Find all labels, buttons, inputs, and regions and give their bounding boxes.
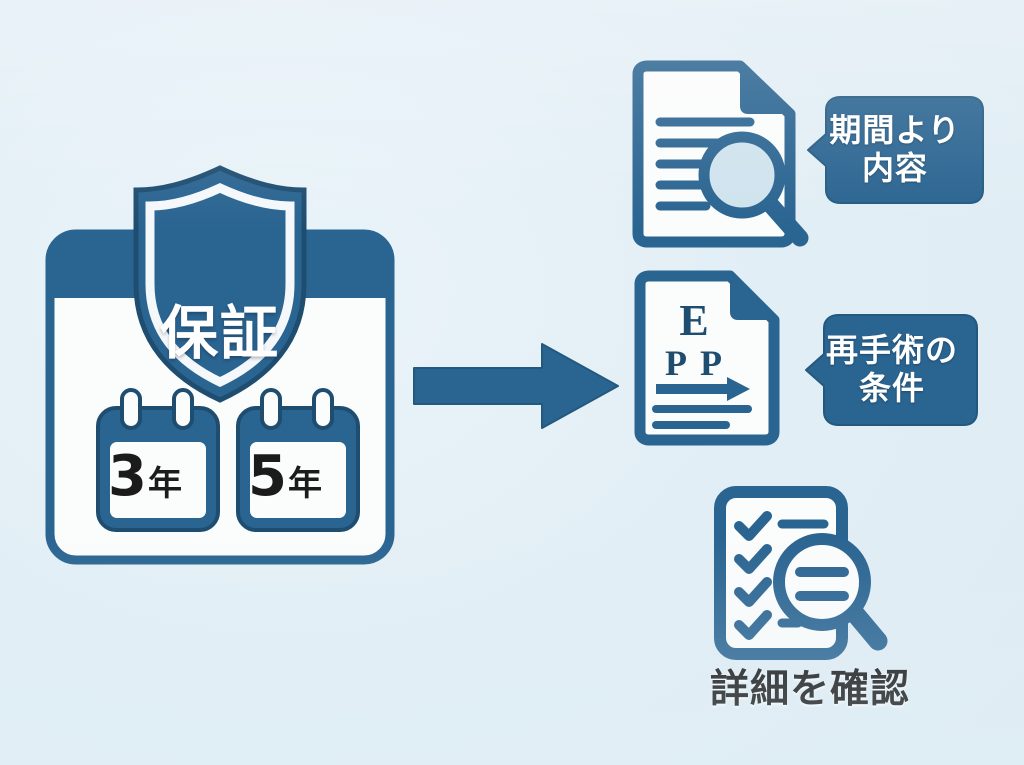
calendar-2-page xyxy=(250,442,346,518)
warranty-card-graphic xyxy=(45,165,395,565)
epp-arrow-line xyxy=(656,377,750,401)
epp-letter-e: E xyxy=(679,296,708,345)
clipboard-graphic xyxy=(714,486,888,660)
document-epp-graphic: E P P xyxy=(634,270,780,446)
epp-text-lines xyxy=(652,405,752,429)
calendar-badge-1 xyxy=(96,388,220,532)
document-epp-icon: E P P xyxy=(632,270,784,448)
check-3 xyxy=(734,577,772,607)
epp-letter-p-right: P xyxy=(700,343,722,383)
callout-top-shape xyxy=(807,96,984,204)
callout-middle: 再手術の 条件 xyxy=(794,312,978,428)
callout-top-bubble xyxy=(807,96,984,204)
clipboard-magnifier-inner-lines xyxy=(795,567,849,601)
magnifier-handle xyxy=(761,195,809,247)
clipboard-checklist-magnifier-icon xyxy=(712,486,896,662)
document-folded-corner xyxy=(740,66,790,114)
magnifier-icon xyxy=(698,131,809,247)
shield-outer-shape xyxy=(133,165,307,403)
epp-letter-p-left: P xyxy=(665,343,687,383)
warranty-card: 保証 3年 5年 xyxy=(45,165,395,565)
flow-arrow-graphic xyxy=(413,343,619,429)
calendar-1-ring-left xyxy=(120,388,142,430)
calendar-1-ring-right xyxy=(172,388,194,430)
calendar-1-page xyxy=(110,442,206,518)
magnifier-icon xyxy=(773,533,888,651)
document-with-magnifier-icon xyxy=(630,60,809,250)
flow-arrow xyxy=(412,340,622,432)
clipboard-checkmarks xyxy=(734,511,772,640)
check-1 xyxy=(734,511,772,541)
magnifier-lens xyxy=(698,131,786,219)
callout-top: 期間より 内容 xyxy=(794,94,984,206)
document-magnifier-graphic xyxy=(632,60,809,248)
arrow-right-icon xyxy=(413,343,619,429)
calendar-2-ring-left xyxy=(260,388,282,430)
callout-middle-shape xyxy=(805,314,978,426)
caption-bottom: 詳細を確認 xyxy=(709,667,910,712)
calendar-2-ring-right xyxy=(312,388,334,430)
calendar-badge-2 xyxy=(236,388,360,532)
check-2 xyxy=(734,544,772,574)
shield-badge xyxy=(133,165,307,403)
epp-folded-corner xyxy=(730,276,774,320)
check-4 xyxy=(734,610,772,640)
callout-middle-bubble xyxy=(805,314,978,426)
shield-inner-outline xyxy=(145,183,295,387)
clipboard-magnifier-lens xyxy=(773,533,871,631)
